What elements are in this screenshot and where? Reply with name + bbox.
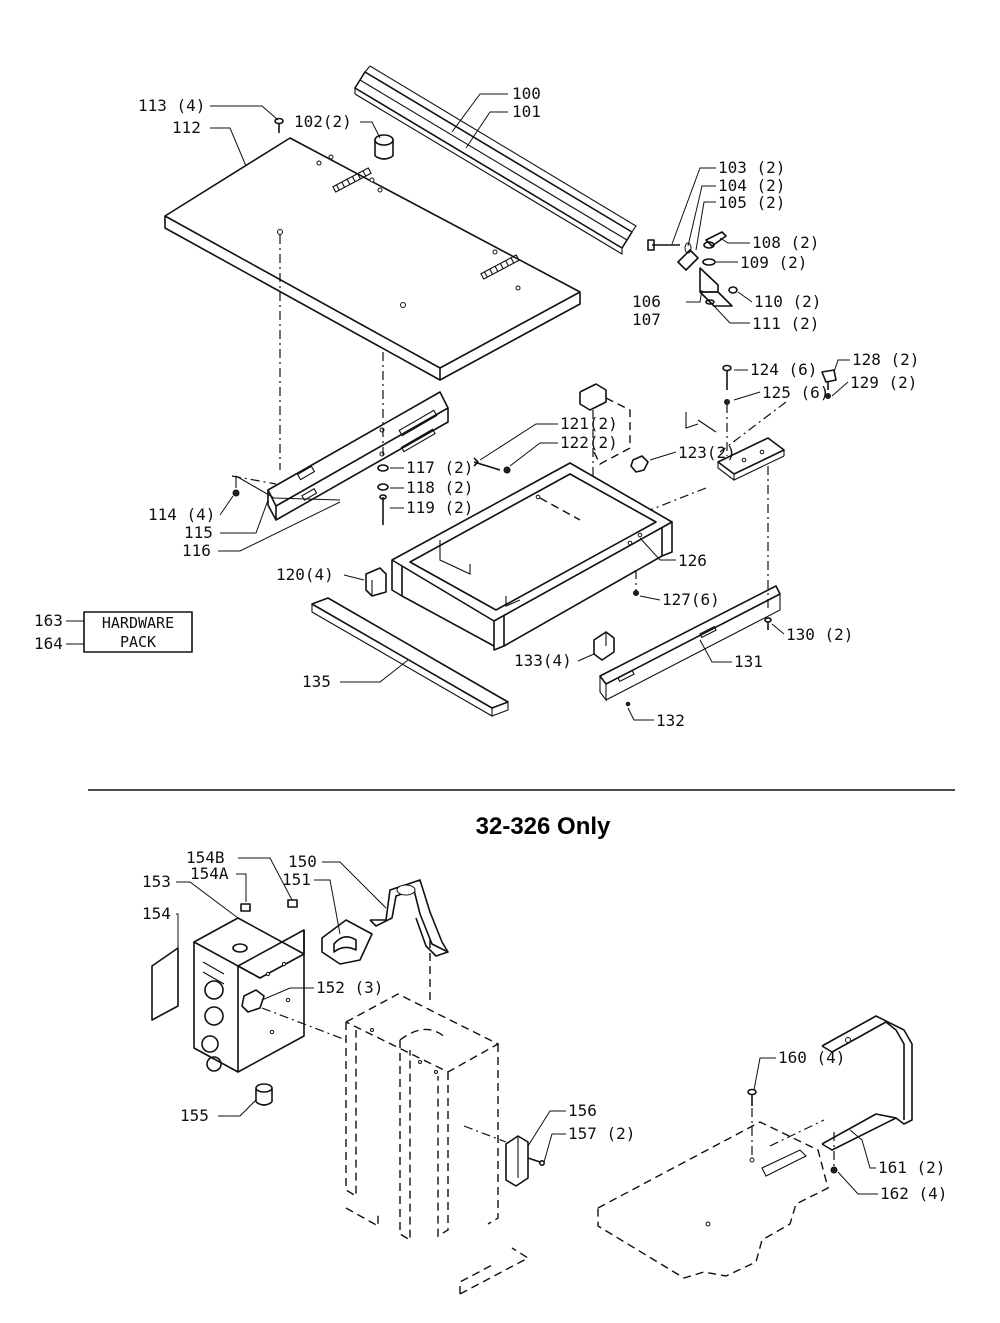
callout-113: 113 (4): [138, 96, 205, 115]
mount-bracket: [579, 383, 631, 480]
callout-154b: 154B: [186, 848, 225, 867]
bolt-121-123: [473, 455, 649, 474]
table-top-112: [164, 137, 581, 381]
callout-155: 155: [180, 1106, 209, 1125]
callout-104: 104 (2): [718, 176, 785, 195]
rail-131: [599, 585, 781, 702]
alignment-line: [231, 475, 277, 485]
bolt-124-125: [685, 364, 732, 456]
callout-135: 135: [302, 672, 331, 691]
callout-103: 103 (2): [718, 158, 785, 177]
alignment-line: [649, 487, 707, 511]
nut-132: [625, 701, 631, 707]
alignment-line: [719, 401, 787, 453]
clamp-156-157: [505, 1135, 545, 1187]
callout-126: 126: [678, 551, 707, 570]
callout-130: 130 (2): [786, 625, 853, 644]
screw-113: [274, 117, 284, 133]
plate-128-129: [717, 369, 837, 482]
fence-rail-100-101: [354, 65, 637, 255]
hardware-pack-box: HARDWARE PACK: [83, 611, 193, 653]
callout-131: 131: [734, 652, 763, 671]
callout-164: 164: [34, 634, 63, 653]
screw-130: [764, 617, 772, 630]
clip-133: [593, 631, 615, 661]
nut-114: [232, 489, 240, 497]
brace-135: [311, 597, 509, 717]
callout-133: 133(4): [514, 651, 572, 670]
callout-160: 160 (4): [778, 1048, 845, 1067]
callout-110: 110 (2): [754, 292, 821, 311]
callout-116: 116: [182, 541, 211, 560]
callout-108: 108 (2): [752, 233, 819, 252]
alignment-line: [261, 1007, 347, 1041]
callout-162: 162 (4): [880, 1184, 947, 1203]
callout-107: 107: [632, 310, 661, 329]
callout-132: 132: [656, 711, 685, 730]
label-154a: [240, 903, 251, 912]
callout-100: 100: [512, 84, 541, 103]
callout-111: 111 (2): [752, 314, 819, 333]
callout-106: 106: [632, 292, 661, 311]
callout-123: 123(2): [678, 443, 736, 462]
callout-128: 128 (2): [852, 350, 919, 369]
label-154b: [287, 899, 298, 908]
callout-129: 129 (2): [850, 373, 917, 392]
bracket-161: [821, 1015, 913, 1151]
callout-151: 151: [282, 870, 311, 889]
callout-163: 163: [34, 611, 63, 630]
callout-120: 120(4): [276, 565, 334, 584]
callout-109: 109 (2): [740, 253, 807, 272]
callout-114: 114 (4): [148, 505, 215, 524]
callout-154a: 154A: [190, 864, 229, 883]
callout-119: 119 (2): [406, 498, 473, 517]
section-heading: 32-326 Only: [476, 813, 611, 840]
callout-121: 121(2): [560, 414, 618, 433]
callout-161: 161 (2): [878, 1158, 945, 1177]
strain-relief-155: [255, 1083, 273, 1106]
callout-117: 117 (2): [406, 458, 473, 477]
switch-box-153: [193, 917, 305, 1073]
nut-127: [633, 590, 639, 596]
callout-152: 152 (3): [316, 978, 383, 997]
callout-105: 105 (2): [718, 193, 785, 212]
nut-162: [830, 1166, 838, 1174]
callout-154: 154: [142, 904, 171, 923]
callout-125: 125 (6): [762, 383, 829, 402]
bracket-115: [267, 391, 449, 521]
extension-table: [597, 1121, 829, 1279]
alignment-line: [769, 1119, 825, 1147]
pad-120: [365, 567, 387, 597]
stand-column: [345, 940, 530, 1295]
callout-150: 150: [288, 852, 317, 871]
callout-labels: 100 101 102(2) 113 (4) 112 103 (2) 104 (…: [34, 84, 947, 1203]
hardware-pack-line2: PACK: [120, 633, 156, 651]
callout-153: 153: [142, 872, 171, 891]
fence-hardware: [647, 231, 738, 307]
callout-112: 112: [172, 118, 201, 137]
callout-101: 101: [512, 102, 541, 121]
spacer-102: [374, 134, 394, 160]
callout-102: 102(2): [294, 112, 352, 131]
callout-127: 127(6): [662, 590, 720, 609]
cover-151: [321, 919, 373, 965]
alignment-line: [463, 1125, 507, 1143]
label-154: [151, 947, 179, 1021]
screw-160: [747, 1088, 757, 1162]
bracket-150: [369, 879, 449, 957]
leader-lines: [66, 93, 878, 1195]
callout-122: 122(2): [560, 433, 618, 452]
callout-124: 124 (6): [750, 360, 817, 379]
callout-156: 156: [568, 1101, 597, 1120]
callout-157: 157 (2): [568, 1124, 635, 1143]
callout-118: 118 (2): [406, 478, 473, 497]
bolt-117-119: [377, 464, 389, 525]
bracket-116-edge: [235, 475, 341, 501]
hardware-pack-line1: HARDWARE: [102, 614, 174, 632]
callout-115: 115: [184, 523, 213, 542]
